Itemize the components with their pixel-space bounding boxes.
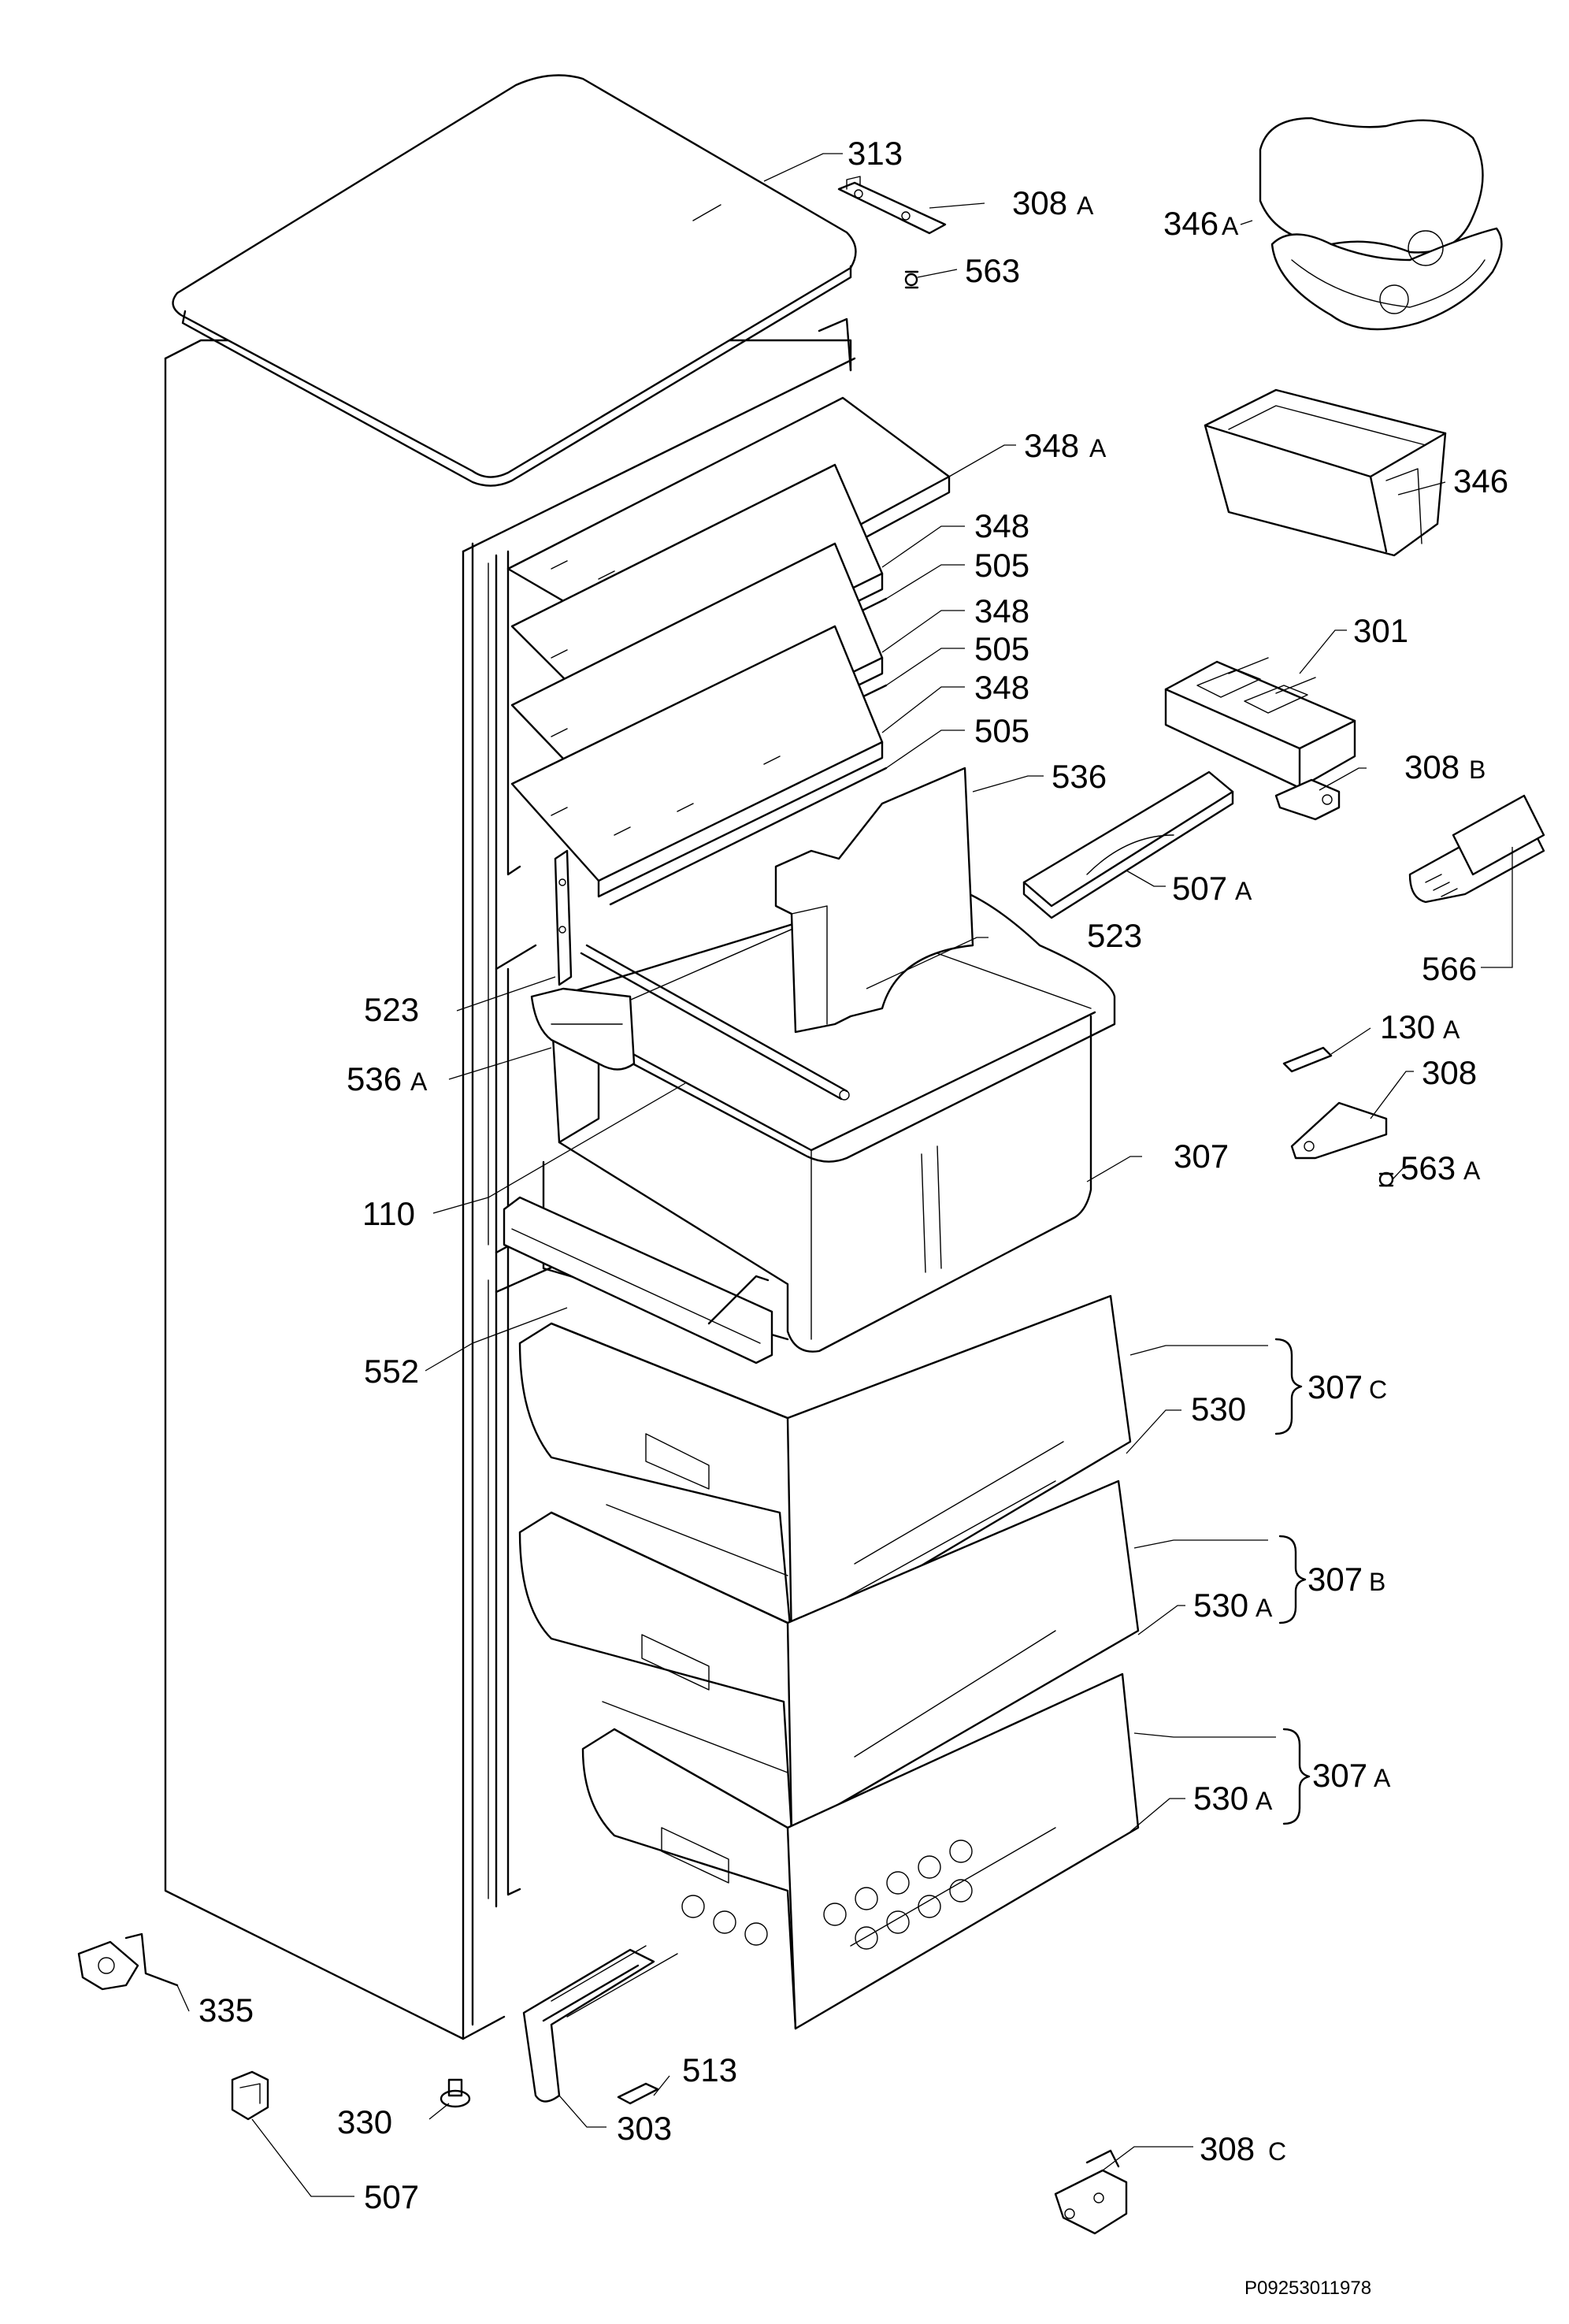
- label-536A-suffix: A: [410, 1067, 428, 1096]
- drawer-307A: [581, 1672, 1140, 2030]
- label-563A-suffix: A: [1463, 1156, 1481, 1185]
- drawer-307B: [518, 1479, 1140, 1833]
- label-307C: 307: [1308, 1368, 1363, 1405]
- label-346A: 346: [1163, 205, 1218, 242]
- kick-plate-303: [522, 1945, 678, 2103]
- label-348-1: 348: [974, 507, 1029, 544]
- slide-552: [503, 1196, 773, 1364]
- brace-307B: [1278, 1535, 1307, 1624]
- small-part-130A: [1282, 1046, 1333, 1073]
- hinge-308C: [1054, 2149, 1128, 2235]
- callout-labels: 313 308 A 563 346 A 346 348 A 348 505 34…: [198, 135, 1508, 2299]
- ice-cube-tray-301: [1164, 657, 1356, 789]
- box-346: [1204, 388, 1447, 557]
- label-348-2: 348: [974, 592, 1029, 629]
- hinge-335: [77, 1932, 179, 1991]
- drawing-code: P09253011978: [1244, 2278, 1371, 2299]
- label-308: 308: [1422, 1054, 1477, 1091]
- label-563A: 563: [1400, 1149, 1456, 1186]
- divider-536: [774, 767, 974, 1034]
- label-507: 507: [364, 2178, 419, 2215]
- label-308C: 308: [1200, 2130, 1255, 2167]
- label-536A: 536: [347, 1060, 402, 1097]
- leader-lines: [176, 153, 1513, 2197]
- label-507A: 507: [1172, 870, 1227, 907]
- label-348A: 348: [1024, 427, 1079, 464]
- label-130A-suffix: A: [1443, 1015, 1460, 1044]
- rail-523-left: [554, 849, 573, 986]
- label-505-2: 505: [974, 630, 1029, 667]
- label-308C-suffix: C: [1268, 2137, 1286, 2166]
- clip-507: [231, 2070, 269, 2121]
- label-505-3: 505: [974, 712, 1029, 749]
- label-523-left: 523: [364, 991, 419, 1028]
- label-308B: 308: [1404, 748, 1460, 785]
- top-cover-313: [172, 74, 857, 487]
- label-507A-suffix: A: [1235, 877, 1252, 905]
- drawer-307C: [518, 1294, 1132, 1644]
- label-308A-suffix: A: [1077, 191, 1094, 220]
- bar-110: [580, 944, 850, 1101]
- label-530A-upper: 530: [1193, 1587, 1248, 1624]
- label-307B: 307: [1308, 1561, 1363, 1598]
- scraper-566: [1408, 794, 1545, 904]
- label-307: 307: [1174, 1138, 1229, 1175]
- label-530A-lower-suffix: A: [1256, 1787, 1273, 1815]
- bracket-308B: [1274, 778, 1341, 821]
- label-505-1: 505: [974, 547, 1029, 584]
- label-307B-suffix: B: [1369, 1568, 1385, 1596]
- label-530A-lower: 530: [1193, 1780, 1248, 1817]
- label-563: 563: [965, 252, 1020, 289]
- label-348-3: 348: [974, 669, 1029, 706]
- label-335: 335: [198, 1992, 254, 2029]
- foot-330: [440, 2078, 471, 2108]
- label-308B-suffix: B: [1469, 755, 1486, 784]
- flap-507A: [1022, 770, 1234, 919]
- hinge-308: [1290, 1101, 1388, 1160]
- label-566: 566: [1422, 950, 1477, 987]
- brace-307C: [1274, 1338, 1303, 1435]
- label-346: 346: [1453, 462, 1508, 499]
- label-303: 303: [617, 2110, 672, 2147]
- cabinet-body: [164, 317, 856, 2040]
- label-307A: 307: [1312, 1757, 1367, 1794]
- label-313: 313: [848, 135, 903, 172]
- ice-tray-346A: [1259, 117, 1503, 331]
- label-301: 301: [1353, 612, 1408, 649]
- label-346A-suffix: A: [1222, 212, 1239, 240]
- label-330: 330: [337, 2103, 392, 2140]
- label-552: 552: [364, 1353, 419, 1390]
- label-348A-suffix: A: [1089, 434, 1107, 462]
- glass-shelf-348-3: [510, 625, 888, 906]
- label-536: 536: [1052, 758, 1107, 795]
- label-513: 513: [682, 2051, 737, 2088]
- label-308A: 308: [1012, 184, 1067, 221]
- screw-563A: [1378, 1171, 1394, 1187]
- part-513: [617, 2082, 659, 2105]
- label-530: 530: [1191, 1390, 1246, 1427]
- label-530A-upper-suffix: A: [1256, 1594, 1273, 1622]
- hinge-308A: [837, 176, 947, 289]
- side-holder-536A: [530, 987, 636, 1071]
- label-110: 110: [362, 1195, 415, 1232]
- label-523-right: 523: [1087, 917, 1142, 954]
- label-307C-suffix: C: [1369, 1375, 1387, 1404]
- label-130A: 130: [1380, 1008, 1435, 1045]
- brace-307A: [1282, 1728, 1311, 1825]
- label-307A-suffix: A: [1374, 1764, 1391, 1792]
